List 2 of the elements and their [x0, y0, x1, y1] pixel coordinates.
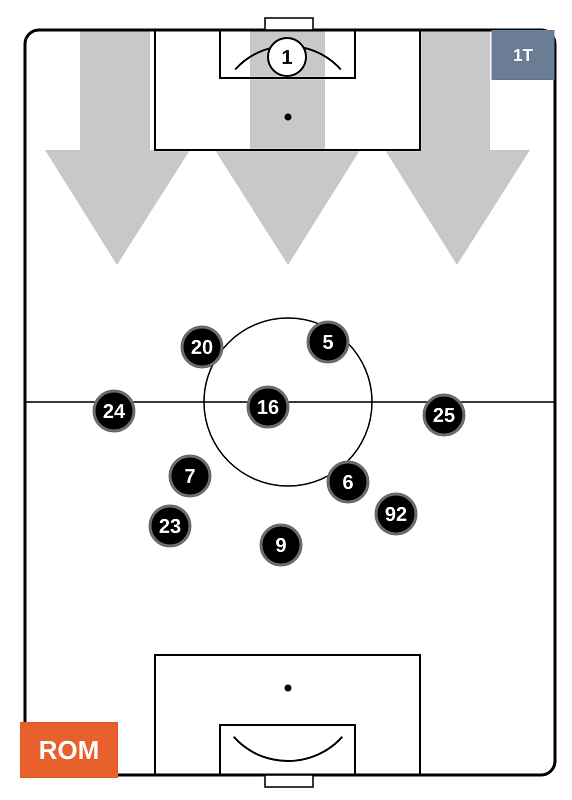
period-badge: 1T — [492, 30, 554, 80]
team-badge: ROM — [20, 722, 118, 778]
